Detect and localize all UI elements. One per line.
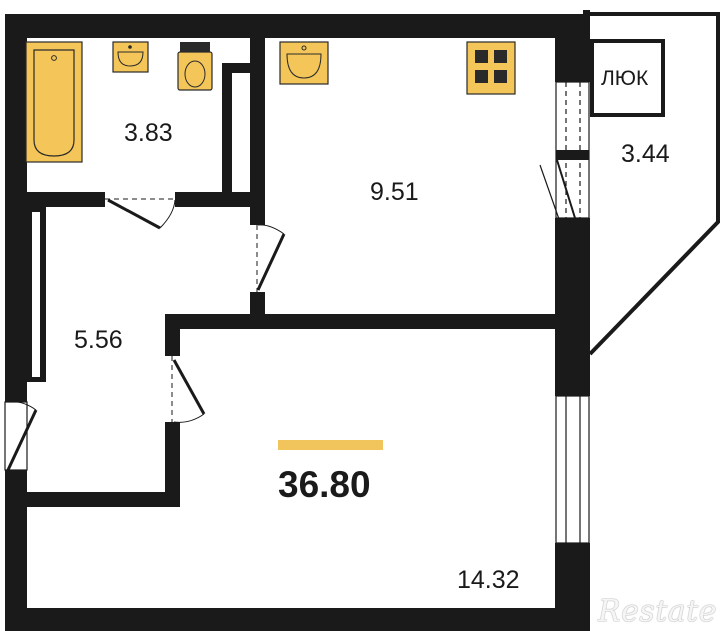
hall-living-wall-lower <box>165 422 180 507</box>
right-outer-wall-a <box>555 14 590 82</box>
bottom-wall <box>5 608 590 631</box>
bathroom-bottom-wall <box>5 192 105 207</box>
doors <box>6 159 576 471</box>
room-area-loggia: 3.44 <box>621 140 670 168</box>
kitchen-living-wall <box>165 314 565 329</box>
hatch-label: ЛЮК <box>601 67 649 90</box>
walls <box>5 10 590 631</box>
room-area-kitchen: 9.51 <box>370 178 419 206</box>
stove <box>466 41 516 95</box>
hall-kitchen-wall-lower <box>250 292 265 314</box>
hall-bottom-wall <box>5 492 180 507</box>
watermark: Restate <box>598 594 717 629</box>
hatch-box <box>590 39 665 117</box>
toilet <box>177 42 213 91</box>
top-outer-wall <box>5 14 590 38</box>
total-area: 36.80 <box>278 464 371 505</box>
bathroom-sink <box>112 41 149 73</box>
room-area-bathroom: 3.83 <box>124 119 173 147</box>
total-area-accent-bar <box>278 440 383 450</box>
kitchen-sink <box>279 41 329 85</box>
right-outer-wall-c <box>555 543 590 631</box>
bathroom-kitchen-wall <box>250 35 265 225</box>
loggia-outline <box>588 12 720 356</box>
left-outer-wall-upper <box>5 14 27 402</box>
right-outer-wall-b <box>555 218 590 396</box>
bathtub <box>25 41 83 163</box>
hall-living-wall-upper <box>165 314 180 356</box>
room-area-hallway: 5.56 <box>74 326 123 354</box>
mullion-a <box>556 150 589 160</box>
left-outer-wall-lower <box>5 470 27 631</box>
closet-interior <box>32 212 40 377</box>
living-window <box>555 395 590 544</box>
shaft-top-wall <box>222 63 252 73</box>
bathroom-bottom-wall-right <box>175 192 265 207</box>
room-area-living-room: 14.32 <box>457 566 520 594</box>
shaft-left-wall <box>222 63 232 198</box>
